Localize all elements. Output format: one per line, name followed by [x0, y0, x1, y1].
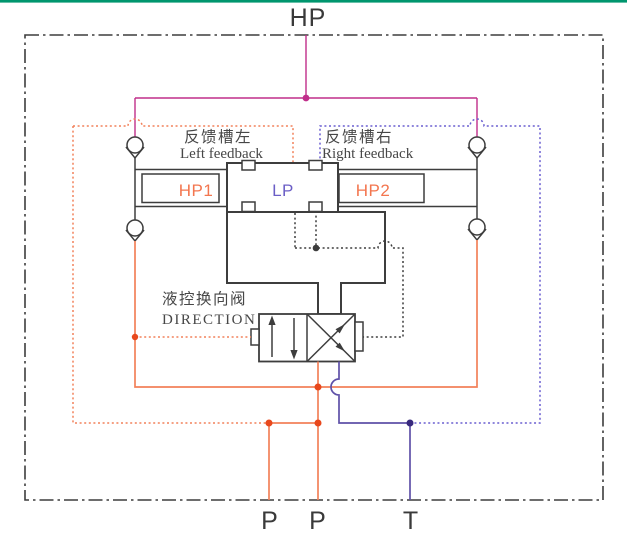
hp-junction-dot [302, 94, 310, 102]
hp-port-label: HP [290, 4, 327, 32]
notch-bottom-right [308, 201, 323, 213]
right-pilot-cap [354, 321, 364, 352]
check-valve-top-left [125, 136, 145, 160]
left-feedback-label-zh: 反馈槽左 [184, 128, 252, 146]
hp1-chamber-label: HP1 [179, 181, 214, 200]
lp-chamber-label: LP [272, 181, 294, 200]
left-feedback-label-en: Left feedback [180, 146, 263, 162]
check-valve-top-right [467, 136, 487, 160]
lp-pilot-junction-dot [312, 244, 320, 252]
p-right-port-label: P [309, 507, 327, 534]
direction-valve-label-zh: 液控换向阀 [162, 290, 247, 308]
manifold-boundary [24, 34, 604, 501]
check-valve-bottom-left [125, 219, 145, 243]
lp-pilot-sensing-line [294, 211, 404, 338]
notch-top-right [308, 159, 323, 171]
hp2-chamber-label: HP2 [356, 181, 391, 200]
arrow-up [268, 315, 276, 325]
hp1-chamber-box [141, 173, 220, 204]
right-feedback-label-en: Right feedback [322, 146, 414, 162]
lp-center-block [226, 159, 339, 213]
hp2-chamber-box [338, 173, 425, 204]
directional-valve [250, 313, 364, 363]
right-feedback-label-zh: 反馈槽右 [325, 128, 393, 146]
notch-bottom-left [241, 201, 256, 213]
direction-valve-label-en: DIRECTION [162, 312, 256, 328]
distribution-block [226, 211, 386, 315]
p-left-port-label: P [261, 507, 279, 534]
arrow-cross-up [335, 324, 345, 334]
arrow-down [290, 350, 298, 360]
left-pilot-cap [250, 328, 260, 346]
notch-top-left [241, 159, 256, 171]
right-feedback-boundary [319, 118, 541, 424]
left-feedback-boundary [72, 118, 294, 424]
hp-working-lines [131, 240, 478, 500]
arrow-cross-down [335, 342, 345, 352]
window-top-strip [0, 0, 627, 3]
hp-supply-lines [134, 35, 478, 137]
t-port-label: T [403, 507, 419, 534]
tank-junction-dot [406, 419, 414, 427]
tank-lines [330, 361, 414, 500]
check-valve-bottom-right [467, 218, 487, 242]
exchanger-rails [135, 168, 477, 208]
